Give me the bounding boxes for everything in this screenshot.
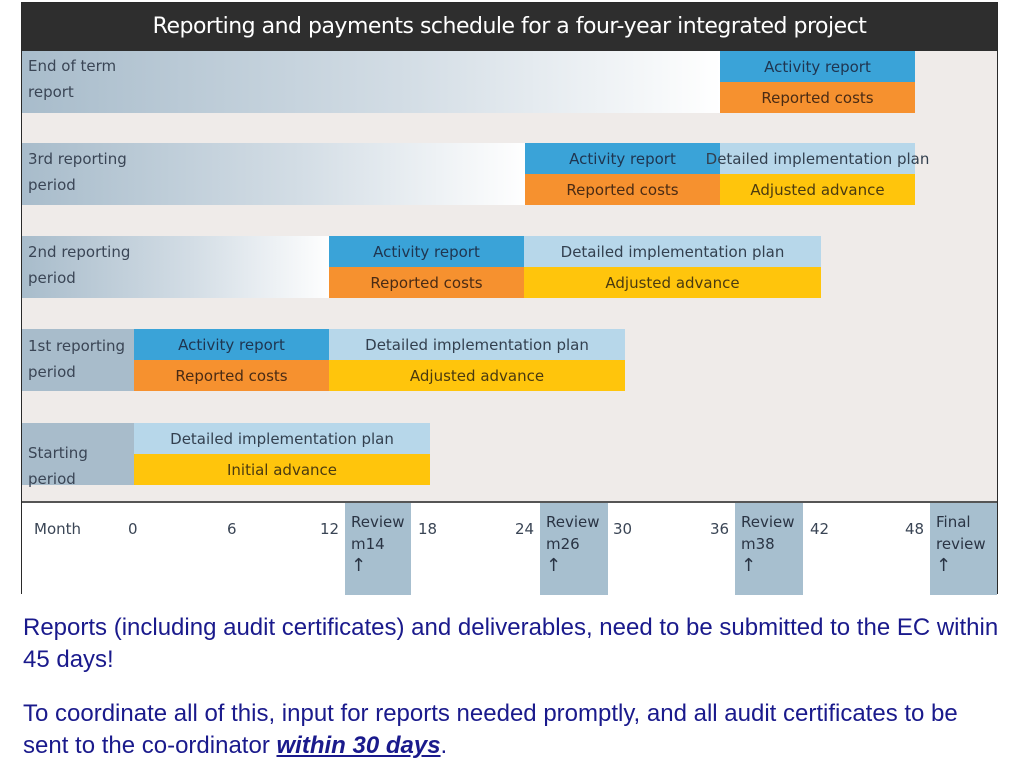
end-activity-report: Activity report — [720, 51, 915, 82]
first-activity-report: Activity report — [134, 329, 329, 360]
first-reported-costs: Reported costs — [134, 360, 329, 391]
month-label: Month — [34, 520, 82, 538]
up-arrow-icon: ↑ — [741, 555, 757, 576]
first-adjusted-advance: Adjusted advance — [329, 360, 625, 391]
month-tick-30: 30 — [613, 520, 633, 538]
up-arrow-icon: ↑ — [936, 555, 952, 576]
up-arrow-icon: ↑ — [351, 555, 367, 576]
review-m26: Review m26 ↑ — [540, 503, 608, 595]
second-activity-report: Activity report — [329, 236, 524, 267]
month-tick-36: 36 — [710, 520, 730, 538]
starting-detailed-plan: Detailed implementation plan — [134, 423, 430, 454]
final-review: Final review ↑ — [930, 503, 997, 595]
month-tick-24: 24 — [515, 520, 535, 538]
review-m38: Review m38 ↑ — [735, 503, 803, 595]
row-2nd-bg — [22, 236, 332, 298]
row-1st-bg — [22, 329, 134, 391]
third-activity-report: Activity report — [525, 143, 720, 174]
note-coordination: To coordinate all of this, input for rep… — [23, 700, 958, 759]
starting-initial-advance: Initial advance — [134, 454, 430, 485]
row-label-3rd: 3rd reporting period — [28, 150, 127, 194]
note-submission-deadline: Reports (including audit certificates) a… — [23, 614, 999, 673]
schedule-diagram: Reporting and payments schedule for a fo… — [21, 2, 998, 595]
month-tick-6: 6 — [227, 520, 237, 538]
second-detailed-plan: Detailed implementation plan — [524, 236, 821, 267]
row-label-end-of-term: End of term report — [28, 57, 117, 101]
within-30-days-link[interactable]: within 30 days — [276, 732, 441, 759]
second-adjusted-advance: Adjusted advance — [524, 267, 821, 298]
month-tick-0: 0 — [128, 520, 138, 538]
second-reported-costs: Reported costs — [329, 267, 524, 298]
month-axis: Month 0 6 12 Review m14 ↑ 18 24 Review m… — [22, 501, 997, 595]
row-3rd-bg — [22, 143, 527, 205]
row-label-starting: Starting period — [28, 444, 88, 488]
end-reported-costs: Reported costs — [720, 82, 915, 113]
month-tick-18: 18 — [418, 520, 438, 538]
third-adjusted-advance: Adjusted advance — [720, 174, 915, 205]
first-detailed-plan: Detailed implementation plan — [329, 329, 625, 360]
third-reported-costs: Reported costs — [525, 174, 720, 205]
month-tick-42: 42 — [810, 520, 830, 538]
review-m14: Review m14 ↑ — [345, 503, 411, 595]
row-starting-bg — [22, 423, 134, 485]
row-label-1st: 1st reporting period — [28, 337, 126, 381]
month-tick-12: 12 — [320, 520, 340, 538]
row-end-of-term-bg — [22, 51, 722, 113]
diagram-title: Reporting and payments schedule for a fo… — [22, 3, 997, 51]
row-label-2nd: 2nd reporting period — [28, 243, 131, 287]
third-detailed-plan: Detailed implementation plan — [706, 143, 929, 174]
month-tick-48: 48 — [905, 520, 925, 538]
up-arrow-icon: ↑ — [546, 555, 562, 576]
